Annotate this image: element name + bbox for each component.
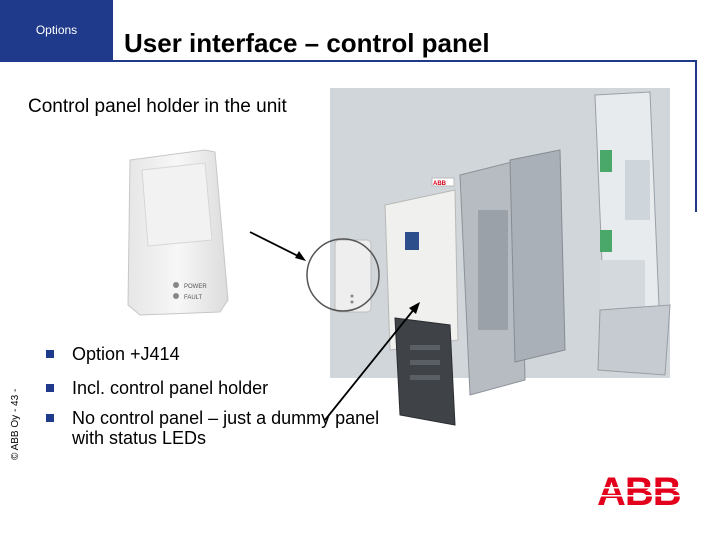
power-led-label: POWER bbox=[184, 284, 207, 290]
slide-subtitle: Control panel holder in the unit bbox=[28, 96, 287, 117]
power-led-icon bbox=[173, 282, 179, 288]
bullet-square-icon bbox=[46, 350, 54, 358]
fault-led-label: FAULT bbox=[184, 295, 203, 301]
bullet-item: No control panel – just a dummy panel wi… bbox=[46, 408, 386, 448]
highlight-circle bbox=[306, 238, 380, 312]
abb-logo: ABB bbox=[597, 470, 682, 514]
bullet-list: Option +J414 Incl. control panel holder … bbox=[46, 344, 386, 462]
bullet-square-icon bbox=[46, 414, 54, 422]
green-terminal bbox=[600, 150, 612, 172]
pointer-arrow bbox=[249, 231, 306, 261]
title-divider-vertical bbox=[695, 60, 697, 212]
page-title: User interface – control panel bbox=[124, 28, 490, 58]
bullet-text: No control panel – just a dummy panel wi… bbox=[72, 408, 380, 448]
bullet-text: Option +J414 bbox=[72, 344, 180, 364]
copyright-note: © ABB Oy - 43 - bbox=[10, 388, 21, 460]
bullet-item: Option +J414 bbox=[46, 344, 386, 364]
green-terminal bbox=[600, 230, 612, 252]
bullet-text: Incl. control panel holder bbox=[72, 378, 269, 398]
drive-unit-image: ABB bbox=[384, 91, 671, 426]
section-tab-label: Options bbox=[35, 23, 78, 37]
title-divider bbox=[0, 60, 697, 62]
bullet-item: Incl. control panel holder bbox=[46, 378, 386, 398]
status-led-module bbox=[405, 232, 419, 250]
dummy-panel-closeup bbox=[334, 239, 372, 313]
pointer-arrow bbox=[324, 302, 420, 421]
section-tab: Options bbox=[0, 0, 113, 60]
control-panel-holder-image: POWER FAULT bbox=[127, 149, 229, 316]
fault-led-icon bbox=[173, 293, 179, 299]
bullet-square-icon bbox=[46, 384, 54, 392]
unit-abb-badge: ABB bbox=[433, 181, 447, 187]
